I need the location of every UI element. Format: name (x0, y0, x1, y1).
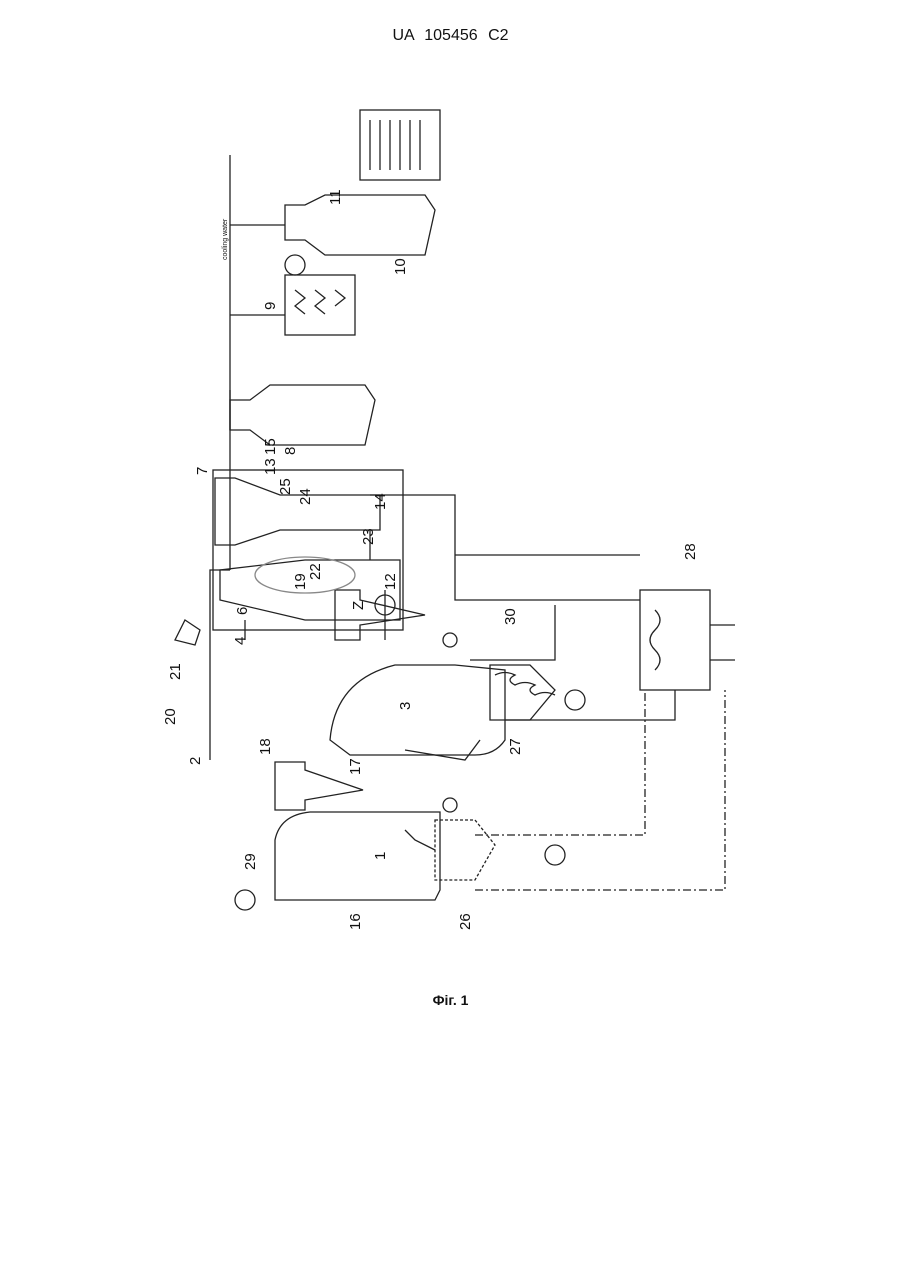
scrubber-8 (230, 385, 375, 445)
label-6: 6 (234, 607, 251, 615)
label-23: 23 (360, 528, 377, 545)
label-26: 26 (457, 913, 474, 930)
patent-figure: 1 2 3 4 6 7 8 9 10 11 12 13 14 15 16 17 … (135, 100, 775, 1020)
label-21: 21 (167, 663, 184, 680)
label-28: 28 (682, 543, 699, 560)
coil-27 (495, 673, 555, 696)
label-29: 29 (242, 853, 259, 870)
label-20: 20 (162, 708, 179, 725)
label-30: 30 (502, 608, 519, 625)
label-13: 13 (262, 458, 279, 475)
distributor-26 (435, 820, 495, 880)
label-9: 9 (262, 302, 279, 310)
pump-10 (285, 255, 305, 275)
valve-18 (443, 798, 457, 812)
pump-26 (545, 845, 565, 865)
scrubber-10 (285, 195, 435, 255)
label-2: 2 (187, 757, 204, 765)
label-16: 16 (347, 913, 364, 930)
label-12: 12 (382, 573, 399, 590)
country-code: UA (392, 27, 413, 44)
recirculation-line-b (475, 690, 645, 835)
figure-caption: Фіг. 1 (0, 992, 901, 1008)
label-7: 7 (194, 467, 211, 475)
label-24: 24 (297, 488, 314, 505)
label-17: 17 (347, 758, 364, 775)
label-27: 27 (507, 738, 524, 755)
label-22: 22 (307, 563, 324, 580)
cooling-water-label: cooling water (222, 218, 229, 260)
label-10: 10 (392, 258, 409, 275)
label-18: 18 (257, 738, 274, 755)
valve-19 (443, 633, 457, 647)
cyclone-19 (335, 590, 425, 640)
label-15: 15 (262, 438, 279, 455)
vessel-24 (215, 478, 380, 545)
label-25: 25 (277, 478, 294, 495)
label-3: 3 (397, 702, 414, 710)
label-11: 11 (327, 189, 344, 205)
vessel-1 (275, 812, 440, 900)
patent-number: 105456 (424, 27, 477, 44)
label-1: 1 (372, 852, 389, 860)
label-4: 4 (232, 637, 249, 645)
label-8: 8 (282, 447, 299, 455)
line-14 (370, 495, 640, 600)
line-17 (405, 740, 480, 760)
label-z: Z (350, 601, 367, 610)
pump-29 (235, 890, 255, 910)
document-header: UA 105456 C2 (0, 27, 901, 45)
kind-code: C2 (488, 27, 508, 44)
pump-27 (565, 690, 585, 710)
stack-21 (175, 620, 200, 645)
process-diagram: 1 2 3 4 6 7 8 9 10 11 12 13 14 15 16 17 … (135, 100, 775, 1020)
label-14: 14 (372, 493, 389, 510)
